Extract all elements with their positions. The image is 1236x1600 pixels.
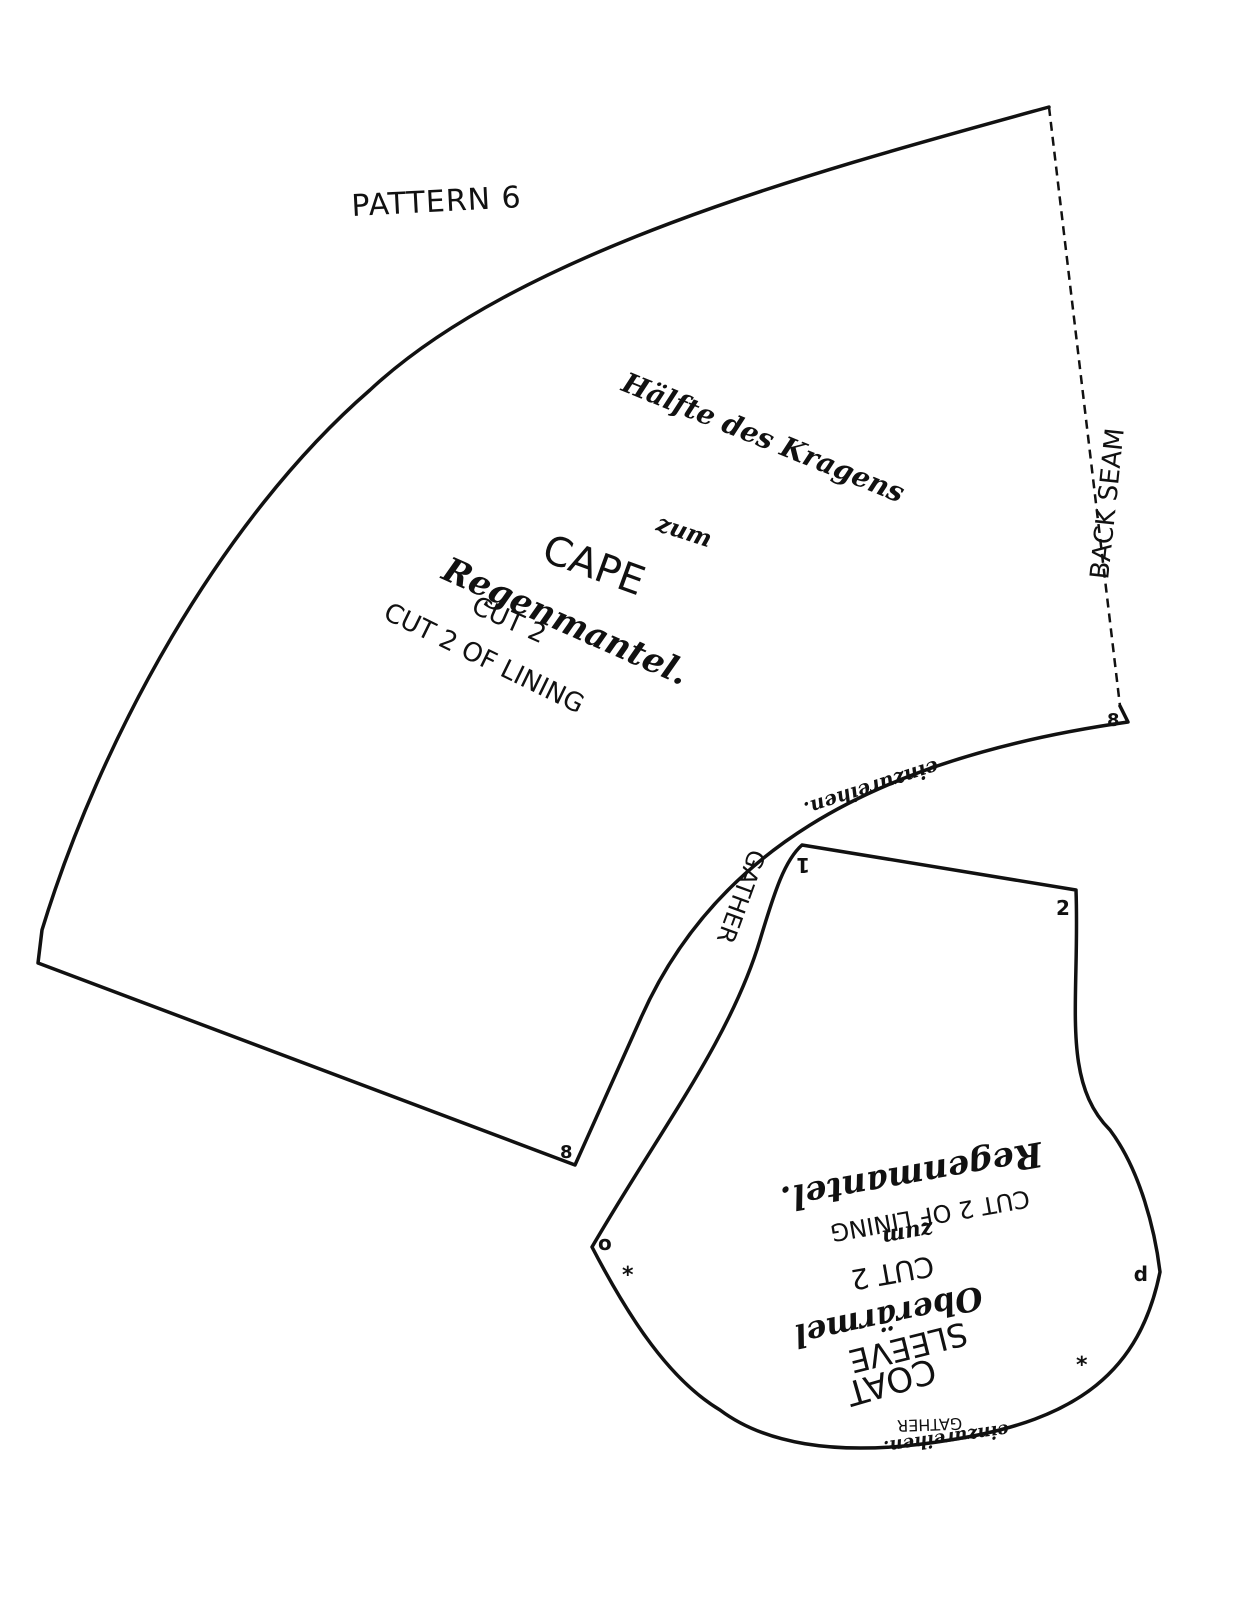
sleeve-piece: 1 2 o p * * Regenmantel. CUT 2 OF LINING… [590,843,1162,1457]
collar-cape-label: CAPE [537,526,651,605]
sleeve-mark-o: o [598,1231,612,1255]
sleeve-gather-label: GATHER [897,1414,963,1435]
collar-gather-german: einzureihen. [801,755,942,821]
collar-outline [36,105,1130,1167]
sleeve-mark-p: p [1134,1265,1148,1289]
pattern-title: PATTERN 6 [351,180,523,224]
sleeve-notch-right: * [1076,1353,1088,1378]
sleeve-outline [590,843,1162,1450]
collar-mark-bottom: 8 [560,1142,573,1163]
collar-zum: zum [652,508,716,553]
sleeve-mark-2: 2 [1056,896,1070,920]
sleeve-cut-label: CUT 2 [848,1249,936,1296]
collar-heading: Hälfte des Kragens [616,366,909,510]
collar-piece: Hälfte des Kragens zum CAPE Regenmantel.… [36,105,1131,1167]
collar-mark-top: 8 [1107,710,1120,731]
collar-back-seam-label: BACK SEAM [1085,427,1131,581]
sleeve-mark-1: 1 [796,853,810,877]
sleeve-notch-left: * [622,1263,634,1288]
collar-back-seam-line [1047,106,1122,707]
